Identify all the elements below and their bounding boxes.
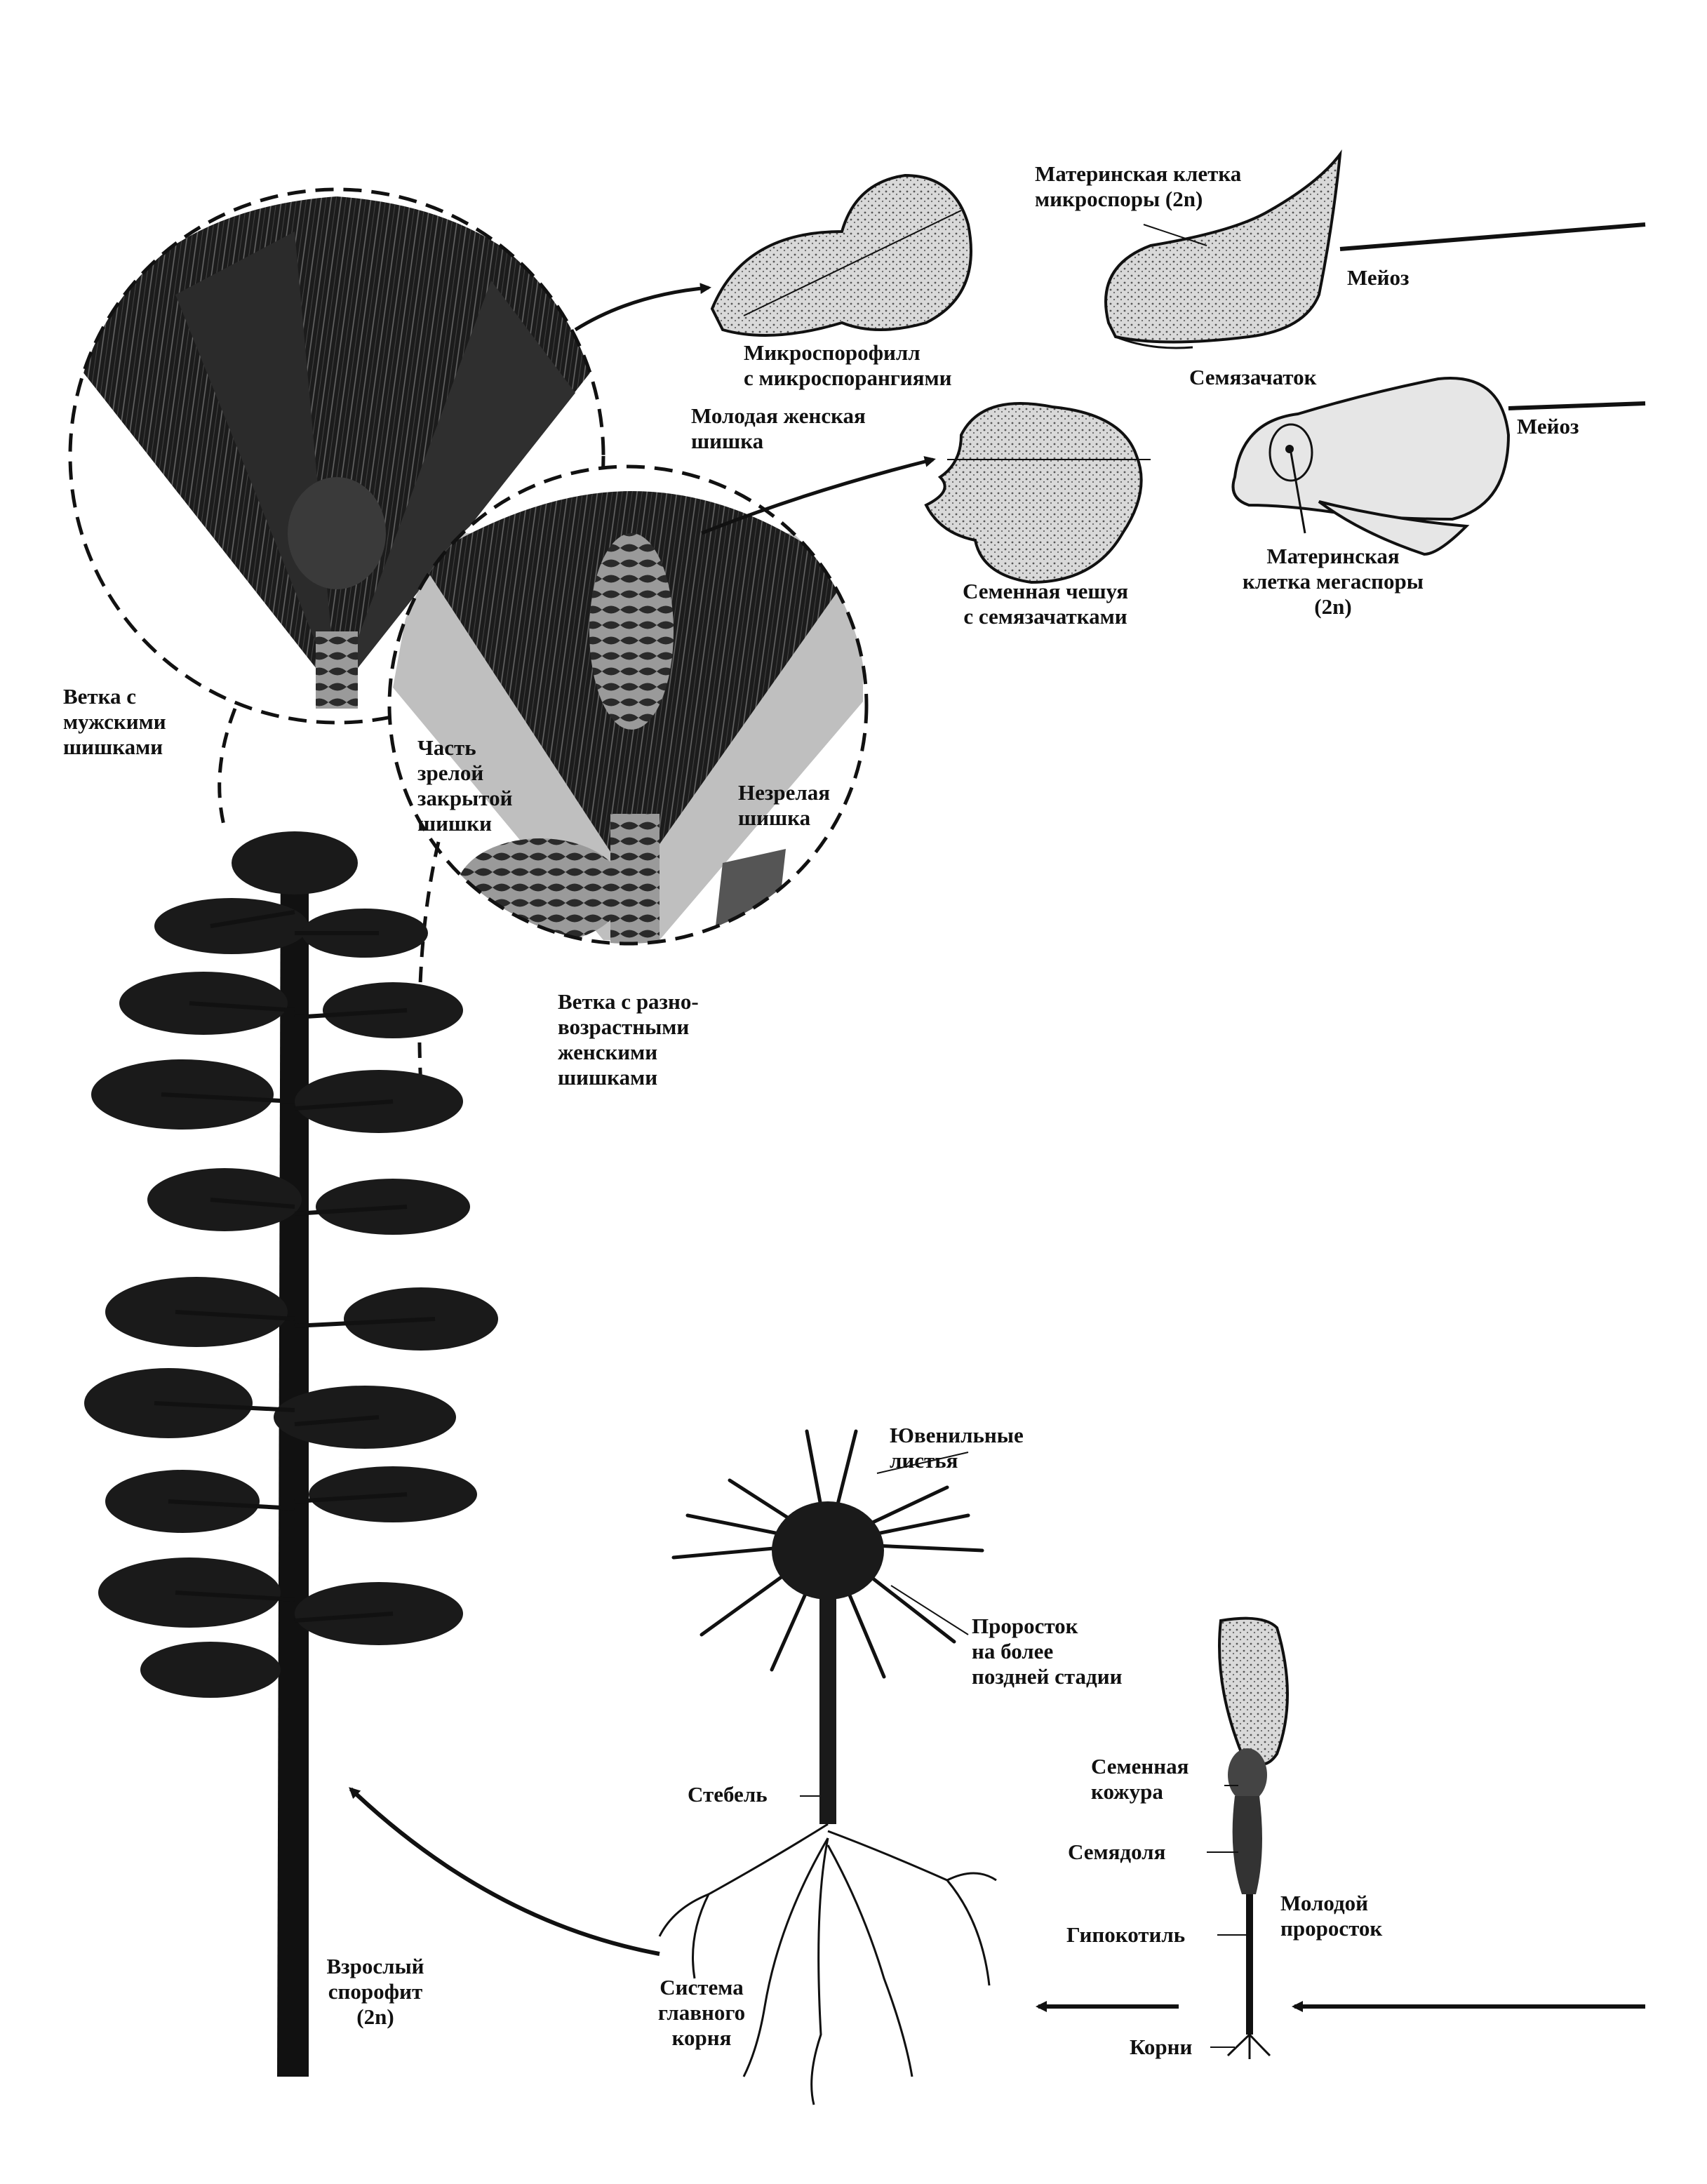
arrow-to-microsporophyll <box>574 283 711 332</box>
label-taproot: Система главного корня <box>657 1975 746 2050</box>
label-young-female-cone: Молодая женская шишка <box>691 403 866 453</box>
label-young-seedling: Молодой проросток <box>1280 1891 1383 1941</box>
label-adult-sporophyte: Взрослый спорофит (2n) <box>326 1954 424 2029</box>
seed-scale-illustration <box>924 402 1151 584</box>
label-immature-cone: Незрелая шишка <box>738 780 830 830</box>
young-seedling-illustration <box>1218 1616 1289 2059</box>
ovule-illustration <box>1231 377 1511 556</box>
label-cotyledon: Семядоля <box>1068 1840 1166 1864</box>
label-seed-coat: Семенная кожура <box>1091 1754 1189 1804</box>
label-leader-lines <box>800 1452 1247 2048</box>
label-stem: Стебель <box>688 1782 768 1807</box>
label-late-seedling: Проросток на более поздней стадии <box>972 1614 1123 1689</box>
label-female-branch: Ветка с разно- возрастными женскими шишк… <box>558 989 699 1090</box>
meiosis-line-top <box>1339 222 1646 251</box>
label-microsporocyte: Материнская клетка микроспоры (2n) <box>1035 161 1242 211</box>
label-seed-scale: Семенная чешуя с семязачатками <box>962 579 1129 629</box>
adult-pine-tree-illustration <box>84 831 498 2077</box>
dashed-connectors <box>217 708 441 1088</box>
late-seedling-illustration <box>658 1429 997 2105</box>
label-ovule: Семязачаток <box>1189 365 1317 389</box>
arrow-to-seed-scale <box>701 456 936 535</box>
label-meiosis-top: Мейоз <box>1347 265 1410 290</box>
life-cycle-arrows <box>349 1787 1645 2012</box>
label-meiosis-mid: Мейоз <box>1517 414 1579 438</box>
meiosis-line-mid <box>1508 401 1646 410</box>
label-hypocotyl: Гипокотиль <box>1066 1922 1186 1947</box>
label-roots: Корни <box>1130 2035 1193 2059</box>
label-male-branch: Ветка с мужскими шишками <box>63 684 166 759</box>
microsporophyll-illustration <box>710 173 972 337</box>
male-cone-branch-illustration <box>68 187 605 725</box>
label-megasporocyte: Материнская клетка мегаспоры (2n) <box>1243 544 1424 619</box>
label-microsporophyll: Микроспорофилл с микроспорангиями <box>744 340 952 390</box>
label-juvenile-leaves: Ювенильные листья <box>890 1423 1024 1473</box>
microsporocyte-illustration <box>1104 149 1342 349</box>
label-mature-cone: Часть зрелой закрытой шишки <box>417 735 513 836</box>
female-cone-branch-illustration <box>387 464 869 946</box>
